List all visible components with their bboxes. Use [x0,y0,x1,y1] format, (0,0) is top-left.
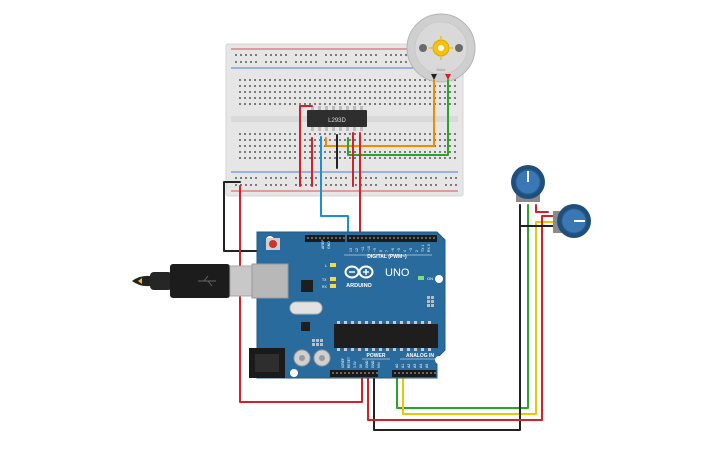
power-pin-label: VIN [377,362,381,368]
bottom-power-rail [235,177,457,186]
digital-pin-label: 7 [385,250,389,252]
wire-black-pot2-gnd[interactable] [519,204,561,227]
potentiometer-1[interactable] [511,165,545,202]
power-pin-label: RESET [347,357,351,368]
power-pin-label: GND [365,360,369,368]
potentiometer-2[interactable] [553,204,591,238]
usb-symbol-icon [198,275,216,287]
power-pin-label: 3.3V [353,360,357,368]
analog-pin-label: A0 [395,364,399,368]
power-header-label: POWER [367,353,386,359]
motor-shaft-icon [429,36,453,60]
digital-pin-label: RX 0 [427,244,431,252]
analog-pin-label: A2 [407,364,411,368]
crystal-oscillator [289,301,323,315]
wire-green-motor[interactable] [347,79,449,156]
reset-button-icon[interactable] [269,240,277,248]
digital-pin-label: ~6 [391,248,395,252]
aref-label: AREF [321,240,325,249]
mounting-hole [435,356,443,364]
digital-pin-label: ~3 [409,248,413,252]
digital-pin-label: 4 [403,250,407,252]
wire-red-pot1-vcc[interactable] [535,204,549,213]
on-label: ON [427,276,433,281]
digital-pin-label: ~9 [373,248,377,252]
dc-motor[interactable]: Motor [406,13,476,83]
uno-model-text: UNO [385,267,410,279]
arduino-logo-icon [344,265,374,279]
digital-pin-label: 12 [355,248,359,252]
digital-pin-label: ~11 [361,246,365,252]
bottom-header-holes [332,372,436,374]
digital-pin-label: 8 [379,250,383,252]
motor-terminal-red[interactable] [445,74,451,80]
l-led [330,263,336,267]
tx-label: TX [322,278,327,282]
chip-pins [311,106,363,110]
icsp-header[interactable] [312,296,434,346]
atmega-chip [334,324,438,348]
digital-pin-label: ~5 [397,248,401,252]
mounting-hole [435,275,443,283]
analog-header-label: ANALOG IN [406,353,434,359]
motor-screw [419,44,427,52]
digital-header-right[interactable] [347,235,437,242]
wire-green-pot1-wiper[interactable] [396,204,529,409]
tx-led [330,277,336,281]
analog-pin-label: A3 [413,364,417,368]
wire-orange-motor[interactable] [325,79,435,147]
wire-red-chip-vcc[interactable] [299,105,313,187]
analog-pin-label: A1 [401,364,405,368]
digital-pin-label: TX 1 [421,245,425,252]
mounting-hole [290,369,298,377]
digital-pin-label: 13 [349,248,353,252]
power-pin-label: IOREF [341,358,345,368]
gnd-label: GND [327,241,331,249]
l293d-chip[interactable]: L293D [307,106,367,131]
usb-cable[interactable] [132,264,265,298]
power-pin-label: GND [371,360,375,368]
mcu-pins [337,321,431,351]
arduino-logo-text: ARDUINO [346,283,372,289]
digital-header-holes [307,237,435,239]
chip-label: L293D [328,118,346,124]
usb-chip [301,280,313,292]
wire-blue-chip-arduino[interactable] [320,136,349,239]
wire-yellow-pot2-wiper[interactable] [402,221,566,415]
digital-pin-label: ~10 [367,246,371,252]
motor-terminal-black[interactable] [431,74,437,80]
on-led [418,276,424,280]
power-pin-label: 5V [359,363,363,368]
digital-header-label: DIGITAL (PWM~) [367,254,407,260]
rx-label: RX [322,285,328,289]
wire-black-pot-gnd[interactable] [373,204,521,431]
motor-label: Motor [437,68,447,72]
wire-red-pot-vcc[interactable] [367,215,561,421]
analog-pin-label: A5 [425,364,429,368]
rx-led [330,284,336,288]
digital-pin-label: 2 [415,250,419,252]
chip-pins [311,127,363,131]
usb-plug-icon [138,278,142,284]
l-led-label: L [325,263,328,268]
motor-screw [455,44,463,52]
usb-port[interactable] [251,263,289,299]
analog-pin-label: A4 [419,364,423,368]
regulator [301,322,310,331]
